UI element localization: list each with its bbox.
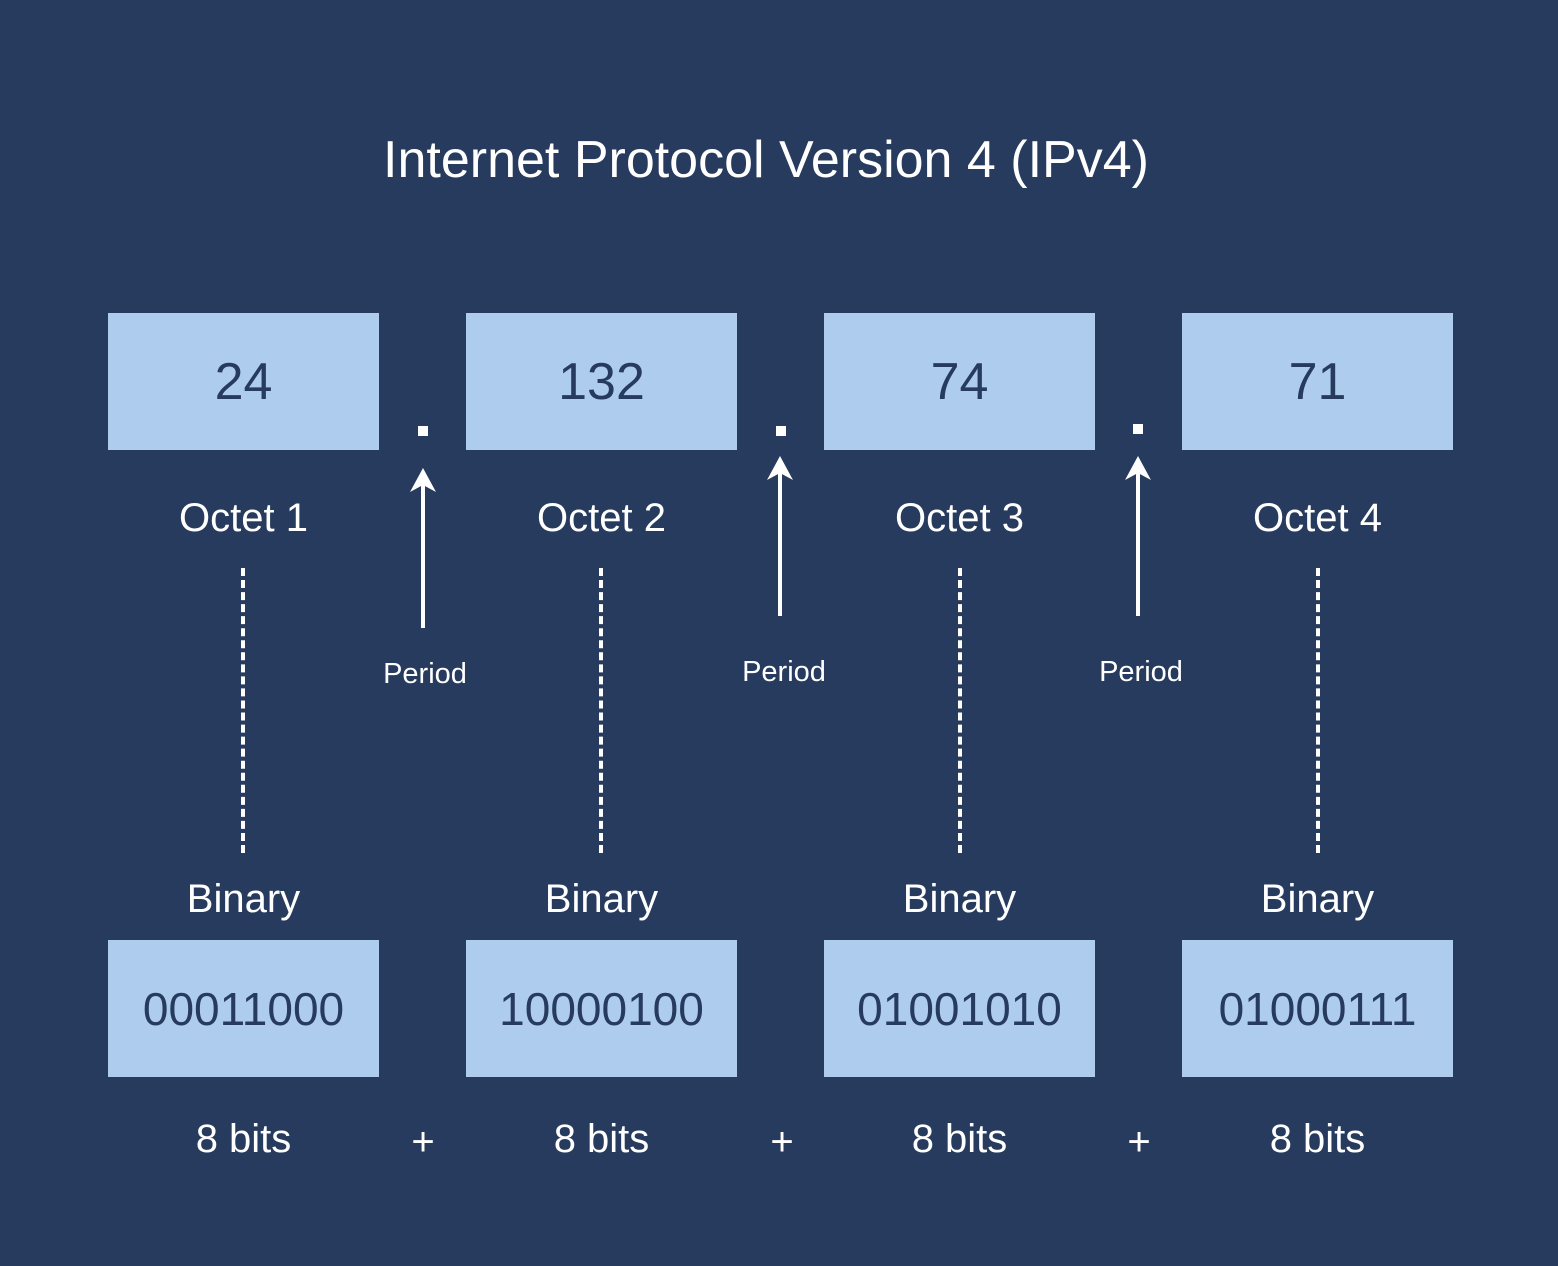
octet-3-decimal-box: 74	[824, 313, 1095, 450]
octet-2-dashed-connector	[599, 568, 603, 853]
octet-1-bits-label: 8 bits	[195, 1117, 292, 1161]
plus-sign-2: +	[770, 1120, 794, 1164]
octet-1-dashed-connector	[241, 568, 245, 853]
period-label-2: Period	[742, 656, 826, 688]
octet-4-label: Octet 4	[1253, 496, 1382, 540]
octet-1-binary-box: 00011000	[108, 940, 379, 1077]
octet-3-dashed-connector	[958, 568, 962, 853]
octet-2-decimal-box: 132	[466, 313, 737, 450]
octet-3-label: Octet 3	[895, 496, 1024, 540]
period-dot-1	[418, 426, 428, 436]
diagram-title: Internet Protocol Version 4 (IPv4)	[383, 131, 1149, 189]
octet-4-bits-label: 8 bits	[1269, 1117, 1366, 1161]
octet-3-binary-label: Binary	[902, 877, 1017, 921]
period-dot-2	[776, 426, 786, 436]
octet-2-label: Octet 2	[537, 496, 666, 540]
octet-2-bits-label: 8 bits	[553, 1117, 650, 1161]
period-arrow-3	[1125, 456, 1151, 616]
period-label-3: Period	[1099, 656, 1183, 688]
octet-2-binary-box: 10000100	[466, 940, 737, 1077]
octet-1-decimal-box: 24	[108, 313, 379, 450]
plus-sign-1: +	[411, 1120, 435, 1164]
period-arrow-1	[410, 468, 436, 628]
octet-4-decimal-box: 71	[1182, 313, 1453, 450]
octet-4-binary-label: Binary	[1260, 877, 1375, 921]
plus-sign-3: +	[1127, 1120, 1151, 1164]
octet-3-binary-box: 01001010	[824, 940, 1095, 1077]
period-arrow-2	[767, 456, 793, 616]
period-dot-3	[1133, 424, 1143, 434]
octet-3-bits-label: 8 bits	[911, 1117, 1008, 1161]
octet-1-binary-label: Binary	[186, 877, 301, 921]
octet-2-binary-label: Binary	[544, 877, 659, 921]
octet-4-binary-box: 01000111	[1182, 940, 1453, 1077]
octet-1-label: Octet 1	[179, 496, 308, 540]
octet-4-dashed-connector	[1316, 568, 1320, 853]
period-label-1: Period	[383, 658, 467, 690]
